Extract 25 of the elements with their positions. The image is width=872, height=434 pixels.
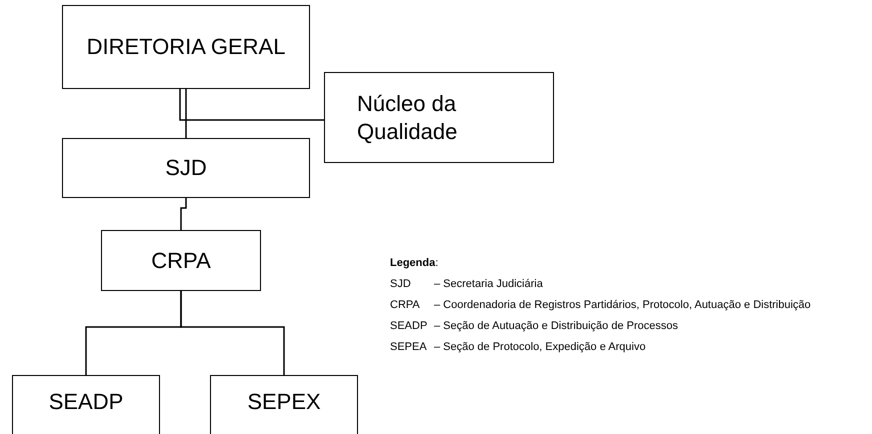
abbreviation: SEADP	[390, 320, 428, 333]
connector-line	[185, 89, 187, 138]
connector-line	[179, 89, 324, 121]
abbreviation: CRPA	[390, 299, 421, 312]
abbreviation: SJD	[390, 278, 412, 291]
legend-heading: Legenda:	[390, 257, 438, 270]
connector-line	[180, 198, 187, 230]
org-box	[210, 375, 358, 434]
unit-name: SJD	[165, 154, 207, 182]
org-box	[12, 375, 160, 434]
org-box	[324, 72, 554, 163]
org-box	[62, 138, 310, 198]
unit-name: SEPEX	[247, 388, 321, 416]
org-box	[101, 230, 261, 291]
unit-name: CRPA	[151, 246, 211, 274]
abbreviation: SEPEA	[390, 341, 428, 354]
connector-line	[180, 291, 285, 375]
unit-name: Núcleo da Qualidade	[357, 90, 458, 146]
abbreviation-meaning: – Seção de Autuação e Distribuição de Processos	[434, 320, 679, 333]
abbreviation-meaning: – Secretaria Judiciária	[434, 278, 544, 291]
abbreviation-meaning: – Coordenadoria de Registros Partidários, Protocolo, Autuação e Distribuição	[434, 299, 812, 312]
unit-name: DIRETORIA GERAL	[86, 33, 286, 61]
unit-name: SEADP	[48, 388, 124, 416]
abbreviation-meaning: – Seção de Protocolo, Expedição e Arquivo	[434, 341, 647, 354]
org-box	[62, 5, 310, 89]
